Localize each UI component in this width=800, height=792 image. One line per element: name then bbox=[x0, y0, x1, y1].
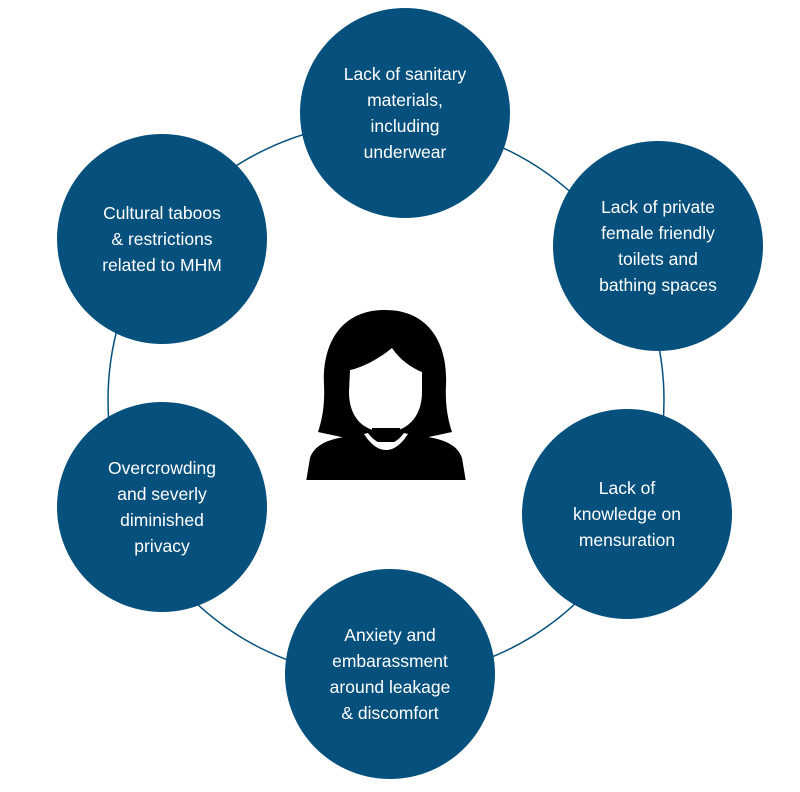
node-label: Lack of sanitary materials, including un… bbox=[343, 64, 467, 162]
node-lack-of-knowledge: Lack of knowledge on mensuration bbox=[522, 409, 732, 619]
node-label: Lack of private female friendly toilets … bbox=[599, 197, 717, 295]
node-label: Overcrowding and severly diminished priv… bbox=[108, 458, 216, 556]
node-lack-of-private-toilets: Lack of private female friendly toilets … bbox=[553, 141, 763, 351]
node-anxiety-and-embarrassment: Anxiety and embarassment around leakage … bbox=[285, 569, 495, 779]
node-cultural-taboos: Cultural taboos & restrictions related t… bbox=[57, 134, 267, 344]
node-lack-of-sanitary-materials: Lack of sanitary materials, including un… bbox=[300, 8, 510, 218]
node-label: Anxiety and embarassment around leakage … bbox=[329, 625, 451, 723]
node-label: Lack of knowledge on mensuration bbox=[573, 478, 681, 550]
node-label: Cultural taboos & restrictions related t… bbox=[102, 203, 222, 275]
woman-silhouette-icon bbox=[306, 310, 466, 480]
node-overcrowding-and-privacy: Overcrowding and severly diminished priv… bbox=[57, 402, 267, 612]
